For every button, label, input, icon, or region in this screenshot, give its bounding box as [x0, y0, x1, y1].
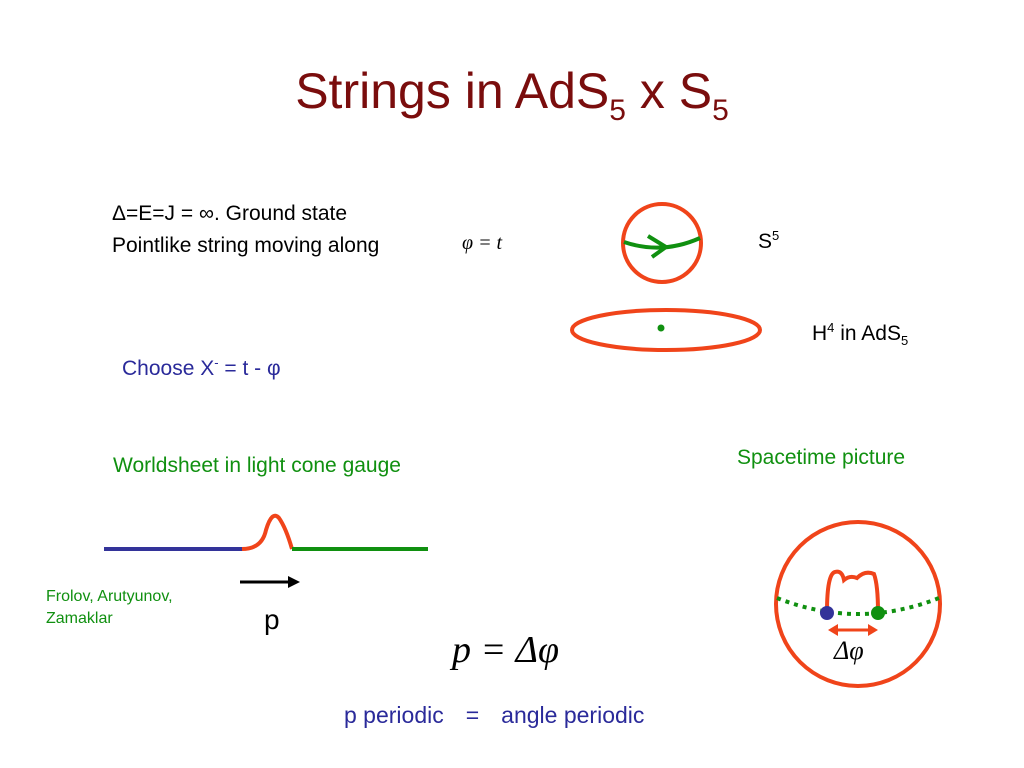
- h4-disk-ellipse: [570, 308, 762, 352]
- phi-equals-t-formula: φ = t: [462, 232, 503, 254]
- worldsheet-label: Worldsheet in light cone gauge: [113, 454, 401, 477]
- periodicity-statement: p periodic=angle periodic: [344, 702, 645, 728]
- spacetime-circle: [774, 520, 942, 688]
- pointlike-string-text: Pointlike string moving along: [112, 234, 380, 257]
- worldsheet-bump: [241, 513, 294, 551]
- ground-state-text: Δ=E=J = ∞. Ground state: [112, 202, 348, 225]
- choose-gauge-text: Choose X- = t - φ: [122, 355, 281, 380]
- h4-ads5-label: H4 in AdS5: [812, 320, 909, 348]
- spacetime-string-loop: [825, 569, 880, 613]
- s5-sphere-circle: [621, 202, 703, 284]
- sphere-s5-label: S5: [758, 228, 780, 253]
- delta-phi-arrowhead-right: [868, 624, 878, 636]
- string-endpoint-blue: [820, 606, 834, 620]
- credits-text: Frolov, Arutyunov,Zamaklar: [46, 588, 173, 627]
- string-endpoint-green: [871, 606, 885, 620]
- p-equals-delta-phi-formula: p = Δφ: [452, 629, 559, 671]
- spacetime-equator-dashed: [776, 596, 940, 616]
- page-title: Strings in AdS5 x S5: [295, 63, 729, 127]
- delta-phi-label: Δφ: [834, 636, 864, 665]
- h4-point: [657, 324, 665, 332]
- spacetime-picture-label: Spacetime picture: [737, 446, 906, 469]
- momentum-p-label: p: [264, 604, 280, 635]
- s5-direction-arrow: [646, 234, 670, 259]
- delta-phi-arrowhead-left: [828, 624, 838, 636]
- momentum-arrowhead: [288, 576, 300, 588]
